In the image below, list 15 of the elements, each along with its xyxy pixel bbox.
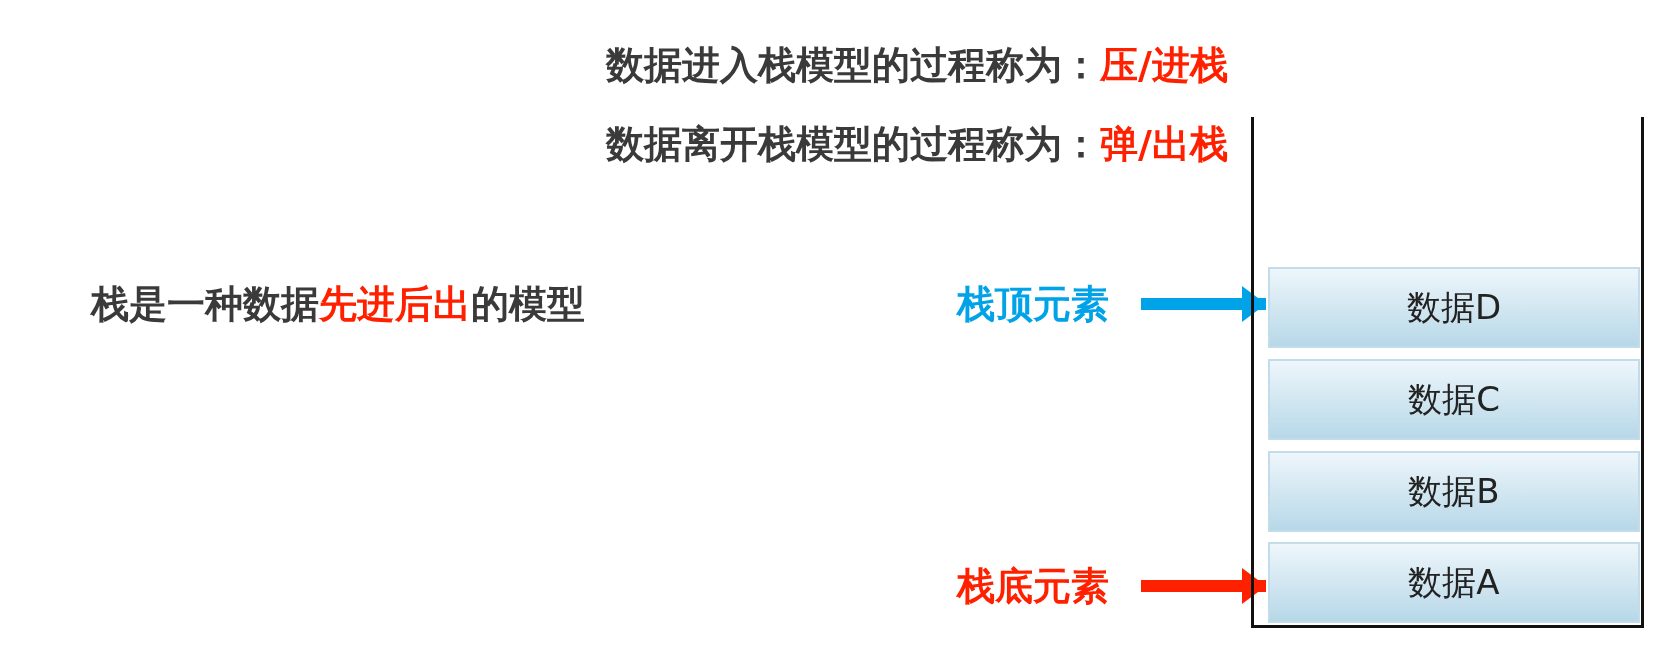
stack-element-box: 数据C: [1268, 359, 1640, 440]
arrow: [1141, 568, 1266, 604]
highlight-text: 压/进栈: [1100, 43, 1228, 87]
stack-container: [1251, 117, 1644, 628]
highlight-text: 弹/出栈: [1100, 122, 1228, 166]
statement-text: 栈是一种数据: [91, 282, 319, 326]
stack-element-box: 数据A: [1268, 542, 1640, 623]
heading-text: 数据离开栈模型的过程称为：: [606, 122, 1101, 166]
arrow: [1141, 286, 1266, 322]
stack-element-box: 数据D: [1268, 267, 1640, 348]
stack-element-box: 数据B: [1268, 451, 1640, 532]
pointer-text: 栈底元素: [930, 563, 1135, 609]
highlight-text: 先进后出: [319, 282, 471, 326]
pointer-text: 栈顶元素: [930, 281, 1135, 327]
statement-text: 的模型: [471, 282, 585, 326]
